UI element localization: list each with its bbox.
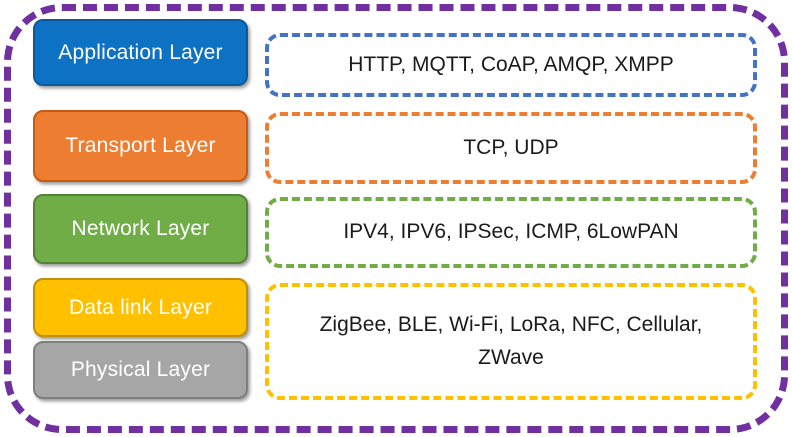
protocol-list-link-physical: ZigBee, BLE, Wi-Fi, LoRa, NFC, Cellular,… (319, 312, 703, 369)
layer-label-application: Application Layer (58, 40, 223, 64)
layer-box-transport: Transport Layer (33, 110, 248, 182)
layer-box-application: Application Layer (33, 19, 248, 86)
layer-label-network: Network Layer (71, 217, 210, 240)
layer-box-datalink: Data link Layer (33, 278, 248, 337)
protocol-box-transport: TCP, UDP (265, 112, 757, 184)
layer-box-network: Network Layer (33, 194, 248, 264)
protocol-box-application: HTTP, MQTT, CoAP, AMQP, XMPP (265, 33, 757, 97)
protocol-box-link-physical: ZigBee, BLE, Wi-Fi, LoRa, NFC, Cellular,… (265, 283, 757, 400)
layer-label-physical: Physical Layer (70, 358, 211, 381)
protocol-list-network: IPV4, IPV6, IPSec, ICMP, 6LowPAN (343, 220, 679, 244)
outer-dashed-border (4, 4, 788, 433)
protocol-box-network: IPV4, IPV6, IPSec, ICMP, 6LowPAN (265, 197, 757, 268)
layer-box-physical: Physical Layer (33, 341, 248, 399)
layer-label-transport: Transport Layer (65, 134, 216, 157)
protocol-list-application: HTTP, MQTT, CoAP, AMQP, XMPP (348, 52, 674, 76)
layer-label-datalink: Data link Layer (68, 295, 213, 319)
protocol-list-transport: TCP, UDP (463, 135, 559, 159)
